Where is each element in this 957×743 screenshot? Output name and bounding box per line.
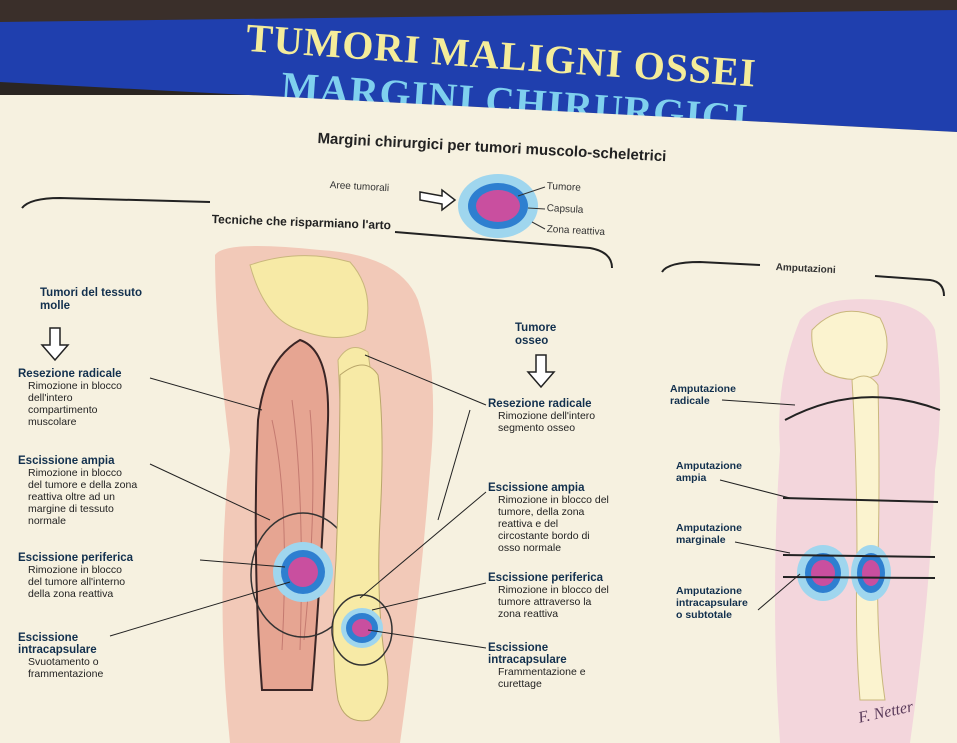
bone-intracapsular-title: Escissione intracapsulare xyxy=(488,642,586,666)
legend-item-capsule: Capsula xyxy=(546,203,583,216)
amputation-intracapsular: Amputazione intracapsulare o subtotale xyxy=(676,585,748,621)
bone-tumor-heading: Tumore osseo xyxy=(515,322,575,348)
soft-radical-resection: Resezione radicale Rimozione in blocco d… xyxy=(18,368,122,428)
bone-peripheral-desc: Rimozione in blocco del tumore attravers… xyxy=(498,584,609,620)
bone-peripheral-title: Escissione periferica xyxy=(488,572,609,584)
bone-intracapsular-desc: Frammentazione e curettage xyxy=(498,666,586,690)
soft-wide-title: Escissione ampia xyxy=(18,455,137,467)
bone-wide-title: Escissione ampia xyxy=(488,482,609,494)
bone-wide-desc: Rimozione in blocco del tumore, della zo… xyxy=(498,494,609,554)
bone-intracapsular-excision: Escissione intracapsulare Frammentazione… xyxy=(488,642,586,690)
soft-intracapsular-desc: Svuotamento o frammentazione xyxy=(28,656,103,680)
legend-item-tumor: Tumore xyxy=(546,181,581,194)
soft-wide-excision: Escissione ampia Rimozione in blocco del… xyxy=(18,455,137,527)
bone-peripheral-excision: Escissione periferica Rimozione in blocc… xyxy=(488,572,609,620)
legend-tumor-symbol xyxy=(458,174,538,238)
amputation-limb-illustration xyxy=(775,299,940,743)
soft-peripheral-title: Escissione periferica xyxy=(18,552,133,564)
soft-tissue-heading: Tumori del tessuto molle xyxy=(40,287,150,313)
amputation-marginal: Amputazione marginale xyxy=(676,522,742,546)
amputation-radical: Amputazione radicale xyxy=(670,383,736,407)
amputation-wide: Amputazione ampia xyxy=(676,460,742,484)
soft-radical-desc: Rimozione in blocco dell'intero comparti… xyxy=(28,380,122,428)
soft-wide-desc: Rimozione in blocco del tumore e della z… xyxy=(28,467,137,527)
bone-radical-resection: Resezione radicale Rimozione dell'intero… xyxy=(488,398,595,434)
bone-wide-excision: Escissione ampia Rimozione in blocco del… xyxy=(488,482,609,554)
diagram-canvas xyxy=(0,95,957,743)
soft-intracapsular-title: Escissione intracapsulare xyxy=(18,632,103,656)
bone-radical-desc: Rimozione dell'intero segmento osseo xyxy=(498,410,595,434)
soft-peripheral-desc: Rimozione in blocco del tumore all'inter… xyxy=(28,564,133,600)
soft-intracapsular-excision: Escissione intracapsulare Svuotamento o … xyxy=(18,632,103,680)
soft-radical-title: Resezione radicale xyxy=(18,368,122,380)
bone-radical-title: Resezione radicale xyxy=(488,398,595,410)
soft-peripheral-excision: Escissione periferica Rimozione in blocc… xyxy=(18,552,133,600)
soft-tissue-limb-illustration xyxy=(215,246,433,743)
